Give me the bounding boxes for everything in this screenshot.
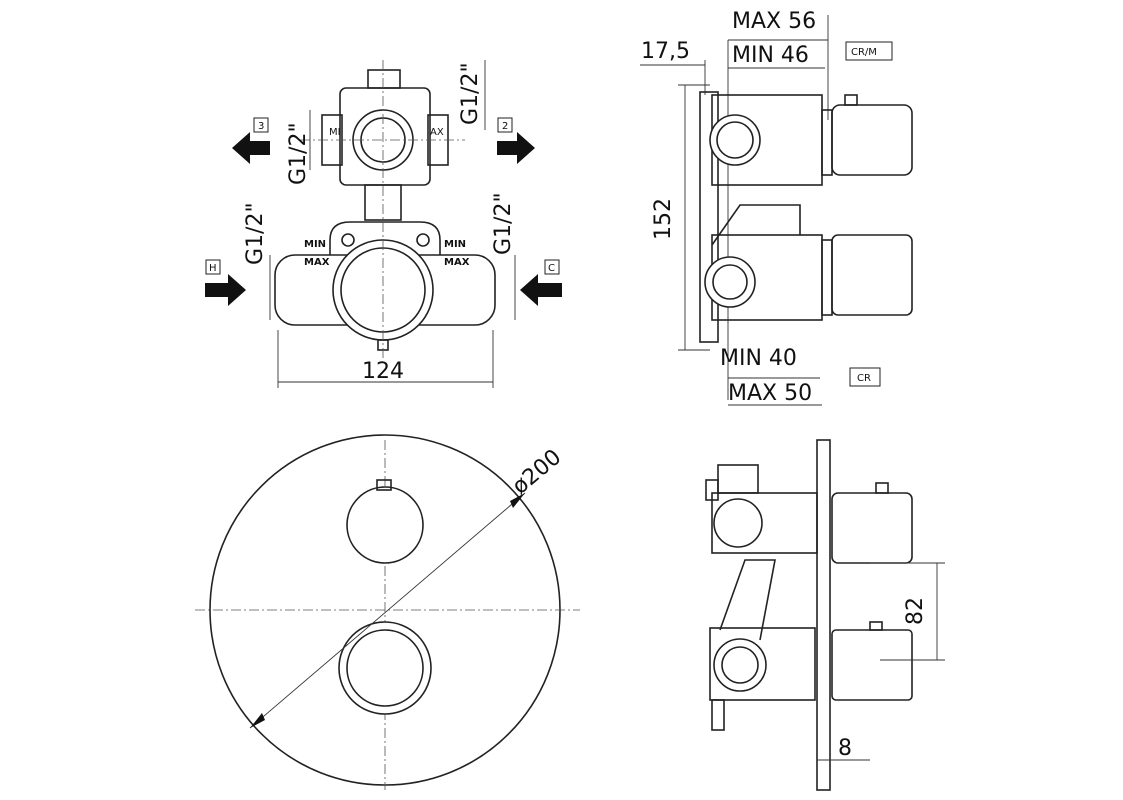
svg-text:MI: MI <box>329 127 341 138</box>
spacing-dimension: 82 <box>903 597 928 625</box>
max-depth-bottom: MAX 50 <box>728 381 812 406</box>
height-dimension: 152 <box>651 198 676 240</box>
thread-label-bottom-right: G1/2" <box>491 192 516 255</box>
offset-dimension: 17,5 <box>641 39 690 64</box>
outlet-2-arrow-icon <box>497 132 535 164</box>
thread-label-bottom-left: G1/2" <box>243 202 268 265</box>
min-depth-top: MIN 46 <box>732 43 809 68</box>
side-view: 152 17,5 MAX 56 MIN 46 CR/M MIN 40 MAX 5… <box>640 9 913 406</box>
plate-view: ø200 <box>195 434 580 790</box>
plate-thickness-dimension: 8 <box>838 736 852 761</box>
hot-inlet-label: H <box>209 263 217 274</box>
left-min-label: MIN <box>304 239 326 250</box>
cold-inlet-arrow-icon <box>520 274 562 306</box>
max-depth-top: MAX 56 <box>732 9 816 34</box>
outlet-3-label: 3 <box>258 121 264 132</box>
right-min-label: MIN <box>444 239 466 250</box>
cr-m-tag: CR/M <box>851 47 877 58</box>
min-depth-bottom: MIN 40 <box>720 346 797 371</box>
thread-label-top-left: G1/2" <box>286 122 311 185</box>
right-max-label: MAX <box>444 257 470 268</box>
diameter-dimension: ø200 <box>508 445 567 500</box>
assembly-side-view: 82 8 <box>705 439 945 791</box>
left-max-label: MAX <box>304 257 330 268</box>
hot-inlet-arrow-icon <box>205 274 246 306</box>
outlet-2-label: 2 <box>502 121 508 132</box>
cold-inlet-label: C <box>548 263 555 274</box>
width-dimension: 124 <box>362 359 404 384</box>
thread-label-top-right: G1/2" <box>458 62 483 125</box>
svg-text:AX: AX <box>430 127 444 138</box>
cr-tag: CR <box>857 373 871 384</box>
outlet-3-arrow-icon <box>232 132 270 164</box>
front-view: MI AX MIN MAX MIN MAX G1/2" G1/2" G1/2" … <box>205 60 562 388</box>
